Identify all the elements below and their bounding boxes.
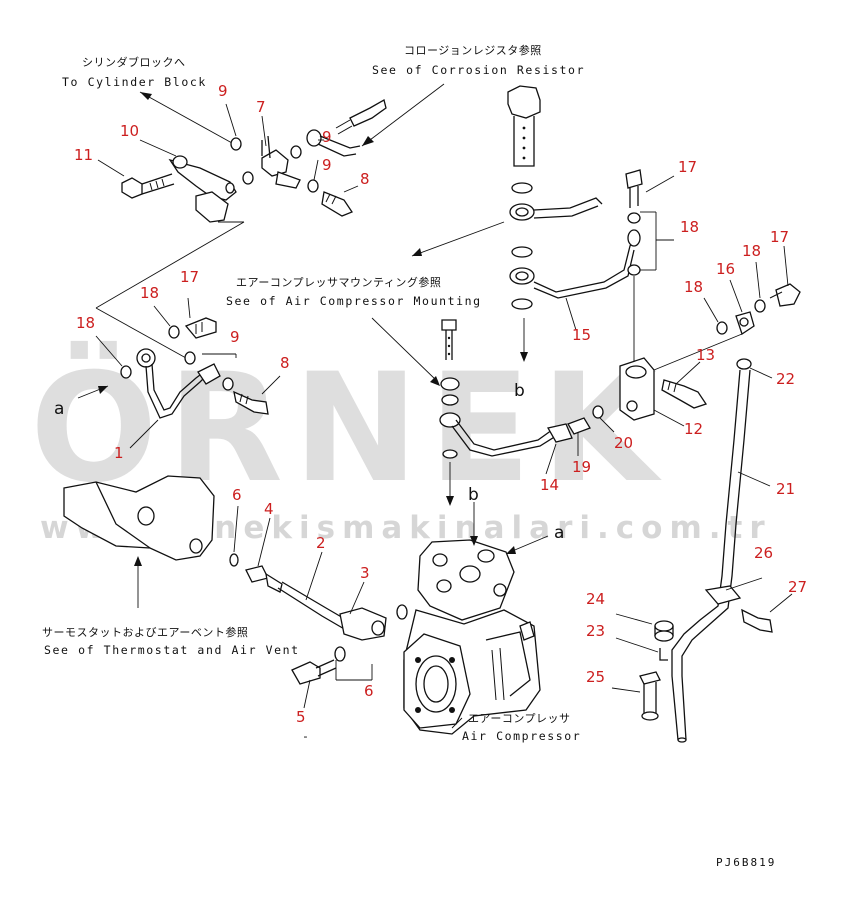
part-number-21: 21 bbox=[776, 480, 795, 498]
pipe-part-1 bbox=[145, 365, 207, 419]
letter-b-bottom: b bbox=[468, 485, 479, 505]
letter-a-left: a bbox=[54, 399, 64, 419]
part-number-15: 15 bbox=[572, 326, 591, 344]
part-number-7: 7 bbox=[256, 98, 266, 116]
pipe-part-2 bbox=[277, 587, 347, 631]
part-number-10: 10 bbox=[120, 122, 139, 140]
washer-part-9 bbox=[230, 137, 242, 151]
cut-lines bbox=[95, 221, 245, 359]
part-numbers: 9 7 10 11 9 9 8 17 18 18 9 8 1 6 4 2 3 6… bbox=[74, 82, 807, 726]
part-number-5: 5 bbox=[296, 708, 306, 726]
cylinder-block-jp-label: シリンダブロックへ bbox=[82, 55, 186, 69]
part-number-11: 11 bbox=[74, 146, 93, 164]
letter-b-top: b bbox=[514, 381, 525, 401]
part-number-17: 17 bbox=[180, 268, 199, 286]
part-number-18: 18 bbox=[742, 242, 761, 260]
part-number-9: 9 bbox=[322, 128, 332, 146]
part-number-25: 25 bbox=[586, 668, 605, 686]
banjo-bolt bbox=[507, 85, 541, 119]
drawing-code: PJ6B819 bbox=[716, 856, 776, 869]
dash-mark: - bbox=[302, 729, 311, 743]
pipe-1-group bbox=[77, 297, 281, 449]
part-number-12: 12 bbox=[684, 420, 703, 438]
pipe-14-group bbox=[371, 317, 615, 506]
part-number-1: 1 bbox=[114, 444, 124, 462]
part-number-9: 9 bbox=[322, 156, 332, 174]
part-number-20: 20 bbox=[614, 434, 633, 452]
part-number-18: 18 bbox=[140, 284, 159, 302]
cylinder-block-group bbox=[97, 83, 445, 223]
corrosion-jp-label: コロージョンレジスタ参照 bbox=[404, 43, 542, 57]
part-number-24: 24 bbox=[586, 590, 605, 608]
thermostat-jp-label: サーモスタットおよびエアーベント参照 bbox=[42, 625, 248, 639]
part-number-18: 18 bbox=[684, 278, 703, 296]
part-number-23: 23 bbox=[586, 622, 605, 640]
part-number-18: 18 bbox=[76, 314, 95, 332]
part-number-9: 9 bbox=[230, 328, 240, 346]
part-number-17: 17 bbox=[770, 228, 789, 246]
corrosion-en-label: See of Corrosion Resistor bbox=[372, 63, 585, 77]
part-number-16: 16 bbox=[716, 260, 735, 278]
part-number-2: 2 bbox=[316, 534, 326, 552]
cylinder-block-en-label: To Cylinder Block bbox=[62, 75, 207, 89]
bolt-part-8-upper bbox=[321, 191, 353, 217]
part-number-27: 27 bbox=[788, 578, 807, 596]
part-number-3: 3 bbox=[360, 564, 370, 582]
part-number-8: 8 bbox=[280, 354, 290, 372]
part-number-13: 13 bbox=[696, 346, 715, 364]
part-number-9: 9 bbox=[218, 82, 228, 100]
part-number-6: 6 bbox=[364, 682, 374, 700]
part-number-8: 8 bbox=[360, 170, 370, 188]
bracket-part-10 bbox=[168, 158, 237, 201]
part-number-14: 14 bbox=[540, 476, 559, 494]
pipe-part-15 bbox=[533, 235, 637, 293]
air-compressor-group bbox=[403, 502, 549, 735]
bracket-hole bbox=[172, 155, 188, 169]
part-number-26: 26 bbox=[754, 544, 773, 562]
thermostat-housing-group bbox=[63, 475, 408, 709]
pipe-15-group bbox=[411, 85, 641, 362]
letter-a-right: a bbox=[554, 523, 564, 543]
part-number-6: 6 bbox=[232, 486, 242, 504]
compressor-jp-label: エアーコンプレッサ bbox=[468, 712, 571, 725]
pipe-part-21 bbox=[671, 369, 741, 741]
part-number-17: 17 bbox=[678, 158, 697, 176]
bracket-block bbox=[195, 191, 229, 223]
bolt-part-11 bbox=[121, 177, 143, 199]
compressor-en-label: Air Compressor bbox=[462, 729, 581, 743]
part-number-18: 18 bbox=[680, 218, 699, 236]
part-number-19: 19 bbox=[572, 458, 591, 476]
elbow-part-7 bbox=[261, 149, 289, 177]
part-number-22: 22 bbox=[776, 370, 795, 388]
mounting-jp-label: エアーコンプレッサマウンティング参照 bbox=[236, 275, 441, 289]
part-number-4: 4 bbox=[264, 500, 274, 518]
block-12-group bbox=[611, 169, 801, 743]
mounting-en-label: See of Air Compressor Mounting bbox=[226, 294, 482, 308]
thermostat-en-label: See of Thermostat and Air Vent bbox=[44, 643, 300, 657]
